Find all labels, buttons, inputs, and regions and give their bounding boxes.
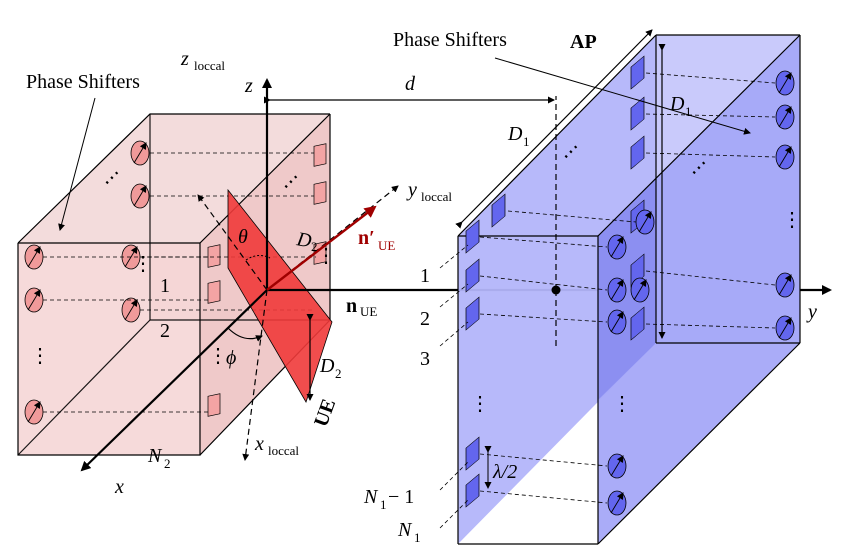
d2-vert-label: D bbox=[319, 355, 335, 377]
ap-label: AP bbox=[570, 31, 597, 53]
ap-right-face bbox=[598, 35, 800, 544]
ue-antenna-patch bbox=[207, 393, 221, 417]
d1-diag-dimension bbox=[455, 29, 653, 229]
ue-element bbox=[24, 287, 44, 313]
ue-element bbox=[130, 183, 150, 209]
ap-index-1: 1 bbox=[420, 265, 430, 287]
ue-dots-v-4: ⋮ bbox=[316, 245, 336, 267]
z-axis-label: z bbox=[244, 75, 253, 97]
ue-index-n2: N bbox=[147, 445, 163, 467]
phi-label: ϕ bbox=[226, 347, 236, 369]
ue-plane bbox=[228, 190, 332, 402]
ap-index-n1m1-sub: 1 bbox=[380, 497, 387, 512]
ue-array-box bbox=[17, 113, 331, 456]
ue-element bbox=[130, 140, 150, 166]
ue-antenna-patch bbox=[313, 181, 327, 205]
d2-diag-label: D bbox=[294, 228, 314, 252]
ue-dots-v-3: ⋮ bbox=[208, 345, 228, 367]
y-local-label: y bbox=[406, 179, 417, 201]
ap-center-point bbox=[551, 285, 561, 295]
x-local-sub: loccal bbox=[268, 443, 299, 458]
ap-antenna-patch bbox=[630, 306, 645, 341]
ue-front-face bbox=[18, 243, 200, 455]
d-label: d bbox=[405, 73, 416, 95]
ue-element bbox=[24, 399, 44, 425]
n-prime-ue-vector bbox=[266, 205, 377, 291]
ap-element bbox=[635, 209, 655, 235]
n-ue-prime-label: n′ bbox=[358, 227, 375, 249]
theta-arc bbox=[245, 254, 271, 261]
n-ue-label: n bbox=[346, 295, 357, 317]
ue-element bbox=[24, 244, 44, 270]
ue-plane-edge bbox=[227, 188, 333, 403]
ap-antenna-patch bbox=[465, 436, 480, 471]
d1-top-label: D bbox=[507, 123, 523, 145]
ap-antenna-patch bbox=[465, 473, 480, 508]
ue-element bbox=[121, 297, 141, 323]
y-local-axis bbox=[266, 185, 399, 291]
ap-element bbox=[775, 104, 795, 130]
d1-right-sub: 1 bbox=[685, 104, 692, 119]
ue-index-1: 1 bbox=[160, 275, 170, 297]
phi-arc bbox=[227, 327, 263, 342]
ap-antenna-patch bbox=[465, 296, 480, 331]
ap-element bbox=[607, 234, 627, 260]
ue-phase-shifters bbox=[24, 140, 327, 425]
ap-element bbox=[775, 315, 795, 341]
ue-antenna-patch bbox=[207, 280, 221, 304]
ap-element bbox=[630, 277, 650, 303]
ue-dots-v-2: ⋮ bbox=[133, 253, 153, 275]
ue-antenna-patch bbox=[313, 143, 327, 167]
ap-element bbox=[775, 70, 795, 96]
ap-index-n1m1: N bbox=[363, 486, 379, 508]
y-axis-label: y bbox=[806, 301, 817, 323]
ue-index-2: 2 bbox=[160, 320, 170, 342]
x-axis-label: x bbox=[114, 476, 124, 498]
ap-dots-v-3: ⋮ bbox=[612, 393, 632, 415]
n-ue-prime-sub: UE bbox=[378, 238, 395, 253]
ue-index-n2-sub: 2 bbox=[164, 456, 171, 471]
ap-element bbox=[775, 144, 795, 170]
d2-diag-sub: 2 bbox=[311, 239, 318, 254]
d1-top-sub: 1 bbox=[523, 134, 530, 149]
ap-element bbox=[607, 309, 627, 335]
ue-label: UE bbox=[310, 396, 340, 430]
ap-element bbox=[775, 272, 795, 298]
theta-label: θ bbox=[238, 226, 248, 248]
ue-antenna-patch bbox=[207, 244, 221, 268]
phase-shifters-left-label: Phase Shifters bbox=[26, 71, 140, 93]
ap-element bbox=[607, 490, 627, 516]
ap-index-n1: N bbox=[397, 519, 413, 541]
phase-shifters-right-pointer bbox=[494, 57, 751, 135]
lambda-label: λ/2 bbox=[492, 461, 517, 483]
y-local-sub: loccal bbox=[421, 189, 452, 204]
ap-antenna-patch bbox=[465, 258, 480, 293]
ue-dots-v-1: ⋮ bbox=[30, 345, 50, 367]
x-local-label: x bbox=[254, 433, 264, 455]
ap-element bbox=[607, 277, 627, 303]
x-local-axis bbox=[242, 289, 268, 461]
ap-element bbox=[607, 453, 627, 479]
ap-index-2: 2 bbox=[420, 308, 430, 330]
x-axis bbox=[80, 289, 268, 472]
phase-shifters-left-pointer bbox=[58, 97, 96, 231]
z-local-sub: loccal bbox=[194, 58, 225, 73]
ap-dots-v-2: ⋮ bbox=[470, 393, 490, 415]
ap-index-n1-sub: 1 bbox=[414, 530, 421, 545]
ap-dots-v-1: ⋮ bbox=[782, 209, 802, 231]
n-ue-sub: UE bbox=[360, 304, 377, 319]
d2-vert-sub: 2 bbox=[335, 366, 342, 381]
phase-shifters-right-label: Phase Shifters bbox=[393, 29, 507, 51]
ue-top-face bbox=[18, 114, 330, 243]
ap-index-n1m1-suffix: − 1 bbox=[388, 486, 414, 508]
ap-index-3: 3 bbox=[420, 348, 430, 370]
z-local-label: z bbox=[180, 48, 189, 70]
d1-right-label: D bbox=[669, 93, 685, 115]
